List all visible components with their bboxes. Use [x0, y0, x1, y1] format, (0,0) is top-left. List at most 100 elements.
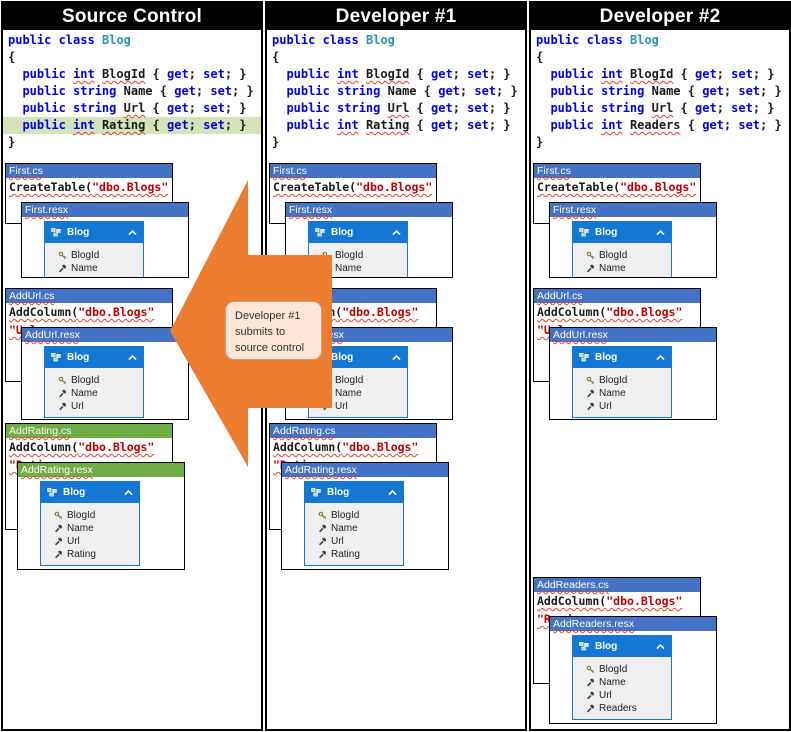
code-token: get — [431, 118, 453, 132]
window-file-name: AddRating.cs — [9, 425, 72, 437]
code-line: } — [531, 134, 789, 151]
wrench-icon — [54, 537, 63, 546]
wrench-icon — [586, 264, 595, 273]
entity-field-label: Name — [71, 263, 98, 274]
code-token: CreateTable( — [273, 180, 357, 194]
code-token: Name — [123, 84, 153, 98]
code-token: "dbo.Blogs" — [92, 180, 169, 194]
code-token: "dbo.Blogs" — [342, 305, 419, 319]
code-line: } — [3, 134, 261, 151]
key-icon — [586, 251, 595, 260]
code-token — [623, 118, 630, 132]
chevron-up-icon — [124, 489, 133, 495]
code-token: Rating — [101, 118, 146, 132]
entity-row: Url — [54, 535, 139, 548]
code-line: } — [267, 134, 525, 151]
code-token: ; } — [224, 67, 247, 81]
code-token: } — [272, 135, 280, 149]
code-token: public — [286, 101, 338, 115]
chevron-up-icon — [128, 229, 137, 235]
entity-table-title: Blog — [67, 352, 90, 363]
window-title-bar: First.resx — [550, 203, 716, 217]
code-token: { — [409, 118, 431, 132]
code-token: ; — [188, 118, 204, 132]
code-token — [272, 84, 286, 98]
entity-field-label: Readers — [599, 703, 637, 714]
entity-table-header: Blog — [573, 347, 671, 368]
window-file-name: AddUrl.resx — [553, 329, 608, 341]
code-token — [536, 67, 550, 81]
window-file-name: AddRating.cs — [273, 425, 336, 437]
window-title-bar: AddUrl.resx — [22, 328, 188, 342]
wrench-icon — [318, 537, 327, 546]
code-token: ; — [716, 101, 732, 115]
code-token: { — [536, 50, 544, 64]
code-token: CreateTable( — [537, 180, 621, 194]
code-token: set — [474, 84, 497, 98]
code-token: string — [601, 84, 645, 98]
entity-row: Name — [54, 522, 139, 535]
code-token: { — [152, 84, 175, 98]
code-token — [8, 118, 22, 132]
entity-table-header: Blog — [309, 222, 407, 243]
code-line: public int Rating { get; set; } — [267, 117, 525, 134]
entity-row: BlogId — [58, 374, 143, 387]
entity-row: BlogId — [586, 374, 671, 387]
code-token — [623, 67, 630, 81]
code-token: public — [22, 67, 74, 81]
entity-row: Url — [586, 400, 671, 413]
code-token: "dbo.Blogs" — [606, 305, 683, 319]
code-token: public — [22, 84, 74, 98]
chevron-up-icon — [656, 354, 665, 360]
entity-field-label: Url — [599, 690, 612, 701]
wrench-icon — [58, 264, 67, 273]
code-token: { — [680, 84, 703, 98]
code-token — [644, 101, 651, 115]
code-token: ; — [452, 101, 468, 115]
code-token: { — [409, 101, 431, 115]
code-line: public string Url { get; set; } — [3, 100, 261, 117]
entity-row: Name — [58, 262, 143, 275]
code-token: ; — [195, 84, 211, 98]
code-token: int — [601, 67, 623, 81]
column-title: Developer #1 — [267, 3, 525, 30]
code-token: set — [210, 84, 233, 98]
window-title-bar: AddUrl.cs — [534, 289, 700, 303]
code-token: get — [438, 84, 460, 98]
class-code-block: public class Blog{ public int BlogId { g… — [267, 32, 525, 151]
window-title-bar: AddRating.cs — [6, 424, 172, 438]
entity-row: BlogId — [58, 249, 143, 262]
column-title: Developer #2 — [531, 3, 789, 30]
window-title-bar: First.resx — [22, 203, 188, 217]
code-line: public class Blog — [3, 32, 261, 49]
code-token: public — [286, 67, 338, 81]
code-line: public int BlogId { get; set; } — [267, 66, 525, 83]
window-title-bar: AddRating.resx — [282, 463, 448, 477]
entity-table-title: Blog — [331, 352, 354, 363]
window-file-name: AddRating.resx — [21, 464, 93, 476]
code-token: string — [337, 84, 381, 98]
entity-row: BlogId — [54, 509, 139, 522]
code-token: "dbo.Blogs" — [356, 180, 433, 194]
window-file-name: First.resx — [25, 204, 69, 216]
code-token: set — [467, 67, 489, 81]
migration-code-line: CreateTable("dbo.Blogs" — [534, 179, 700, 196]
code-token: BlogId — [101, 67, 146, 81]
code-token: ; — [188, 67, 204, 81]
entity-field-label: Url — [331, 536, 344, 547]
code-token: ; — [723, 118, 739, 132]
code-token: { — [673, 67, 695, 81]
chevron-up-icon — [392, 229, 401, 235]
entity-field-label: BlogId — [335, 250, 364, 261]
entity-table-header: Blog — [45, 222, 143, 243]
entity-row: Name — [58, 387, 143, 400]
